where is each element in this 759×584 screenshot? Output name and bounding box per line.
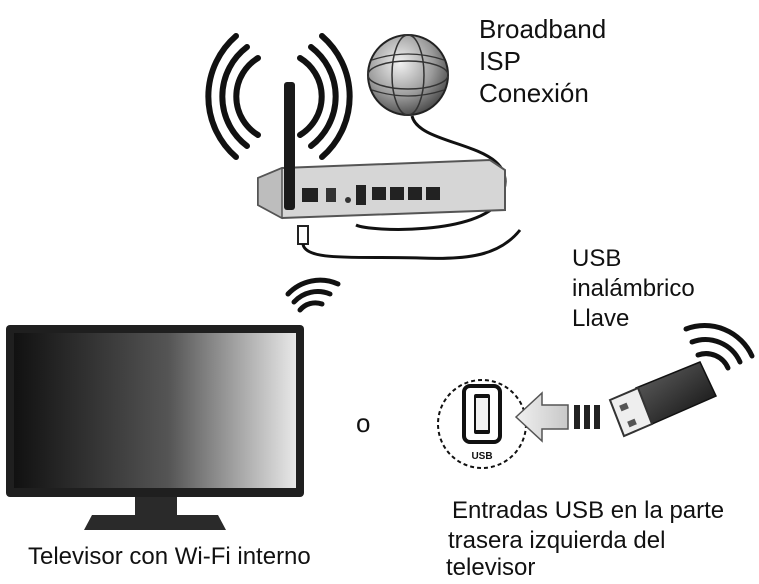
router-wifi-signal-icon — [205, 33, 353, 160]
router-lan-cable — [297, 225, 522, 260]
router — [257, 82, 506, 220]
usb-port-text: USB — [471, 451, 492, 462]
usb-port-caption-line2: trasera izquierda del — [448, 527, 666, 554]
arrow-left-icon — [514, 391, 600, 443]
usb-port-icon — [437, 379, 527, 469]
isp-label-line3: Conexión — [479, 78, 589, 108]
television — [6, 325, 304, 530]
isp-label-line1: Broadband — [479, 14, 607, 44]
dongle-label-line1: USB — [572, 245, 622, 272]
globe-icon — [367, 34, 449, 116]
dongle-label-line3: Llave — [572, 305, 630, 332]
dongle-label-line2: inalámbrico — [572, 275, 695, 302]
tv-caption: Televisor con Wi-Fi interno — [28, 543, 311, 570]
antenna — [284, 82, 295, 210]
usb-dongle — [608, 361, 718, 438]
tv-wifi-signal-icon — [285, 277, 341, 313]
usb-port-caption-line1: Entradas USB en la parte — [452, 497, 725, 524]
isp-label-line2: ISP — [479, 46, 521, 76]
or-label: o — [356, 408, 371, 438]
dongle-wifi-signal-icon — [683, 323, 755, 371]
usb-port-caption-line3: televisor — [446, 554, 536, 581]
